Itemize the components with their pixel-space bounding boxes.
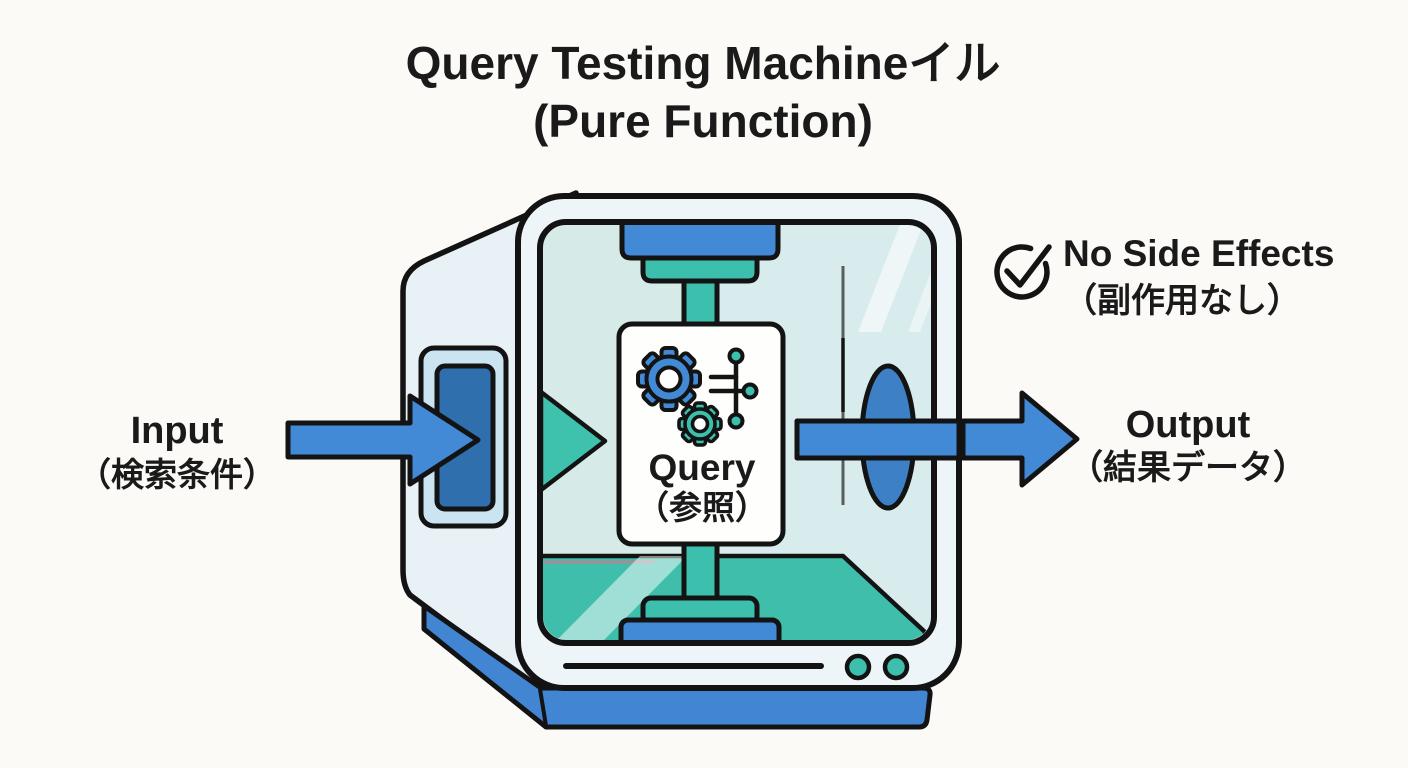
status-button [882,653,910,681]
pedestal-step-blue [618,617,782,640]
machine-illustration: Query （参照） [400,190,962,730]
glass-streak-top-1 [858,225,924,332]
input-label-line-2: （検索条件） [78,456,276,493]
piston-head-blue [619,225,781,261]
input-arrow [285,393,481,487]
query-card-label: Query [649,447,756,488]
piston-head-teal [640,255,760,284]
no-side-effects-note: No Side Effects （副作用なし） [994,233,1334,320]
circuit-nodes-icon [708,347,759,430]
no-side-effects-line-1: No Side Effects [1063,233,1334,274]
glass-streak-top-2 [908,225,931,332]
output-label-line-1: Output [1126,404,1251,446]
power-button [844,653,872,681]
check-circle-icon [994,244,1052,300]
query-card: Query （参照） [616,321,786,547]
output-label: Output （結果データ） [1069,404,1307,487]
title-line-1: Query Testing Machineイル [406,37,1001,89]
glass-streak-bottom [552,556,687,640]
title-line-2: (Pure Function) [533,95,873,147]
output-arrow [960,390,1080,488]
machine-base-seam [538,688,548,727]
output-bar [794,418,962,461]
piston-shaft-bottom [681,538,720,604]
gear-icon-small [677,401,723,447]
input-label-line-1: Input [131,410,224,452]
query-card-sublabel: （参照） [636,489,768,526]
diagram-title: Query Testing Machineイル (Pure Function) [406,37,1001,147]
input-label: Input （検索条件） [78,410,276,493]
internal-arrow-triangle [543,389,608,493]
gear-icon-large [636,346,702,412]
no-side-effects-line-2: （副作用なし） [1063,281,1301,320]
output-label-line-2: （結果データ） [1069,448,1307,487]
